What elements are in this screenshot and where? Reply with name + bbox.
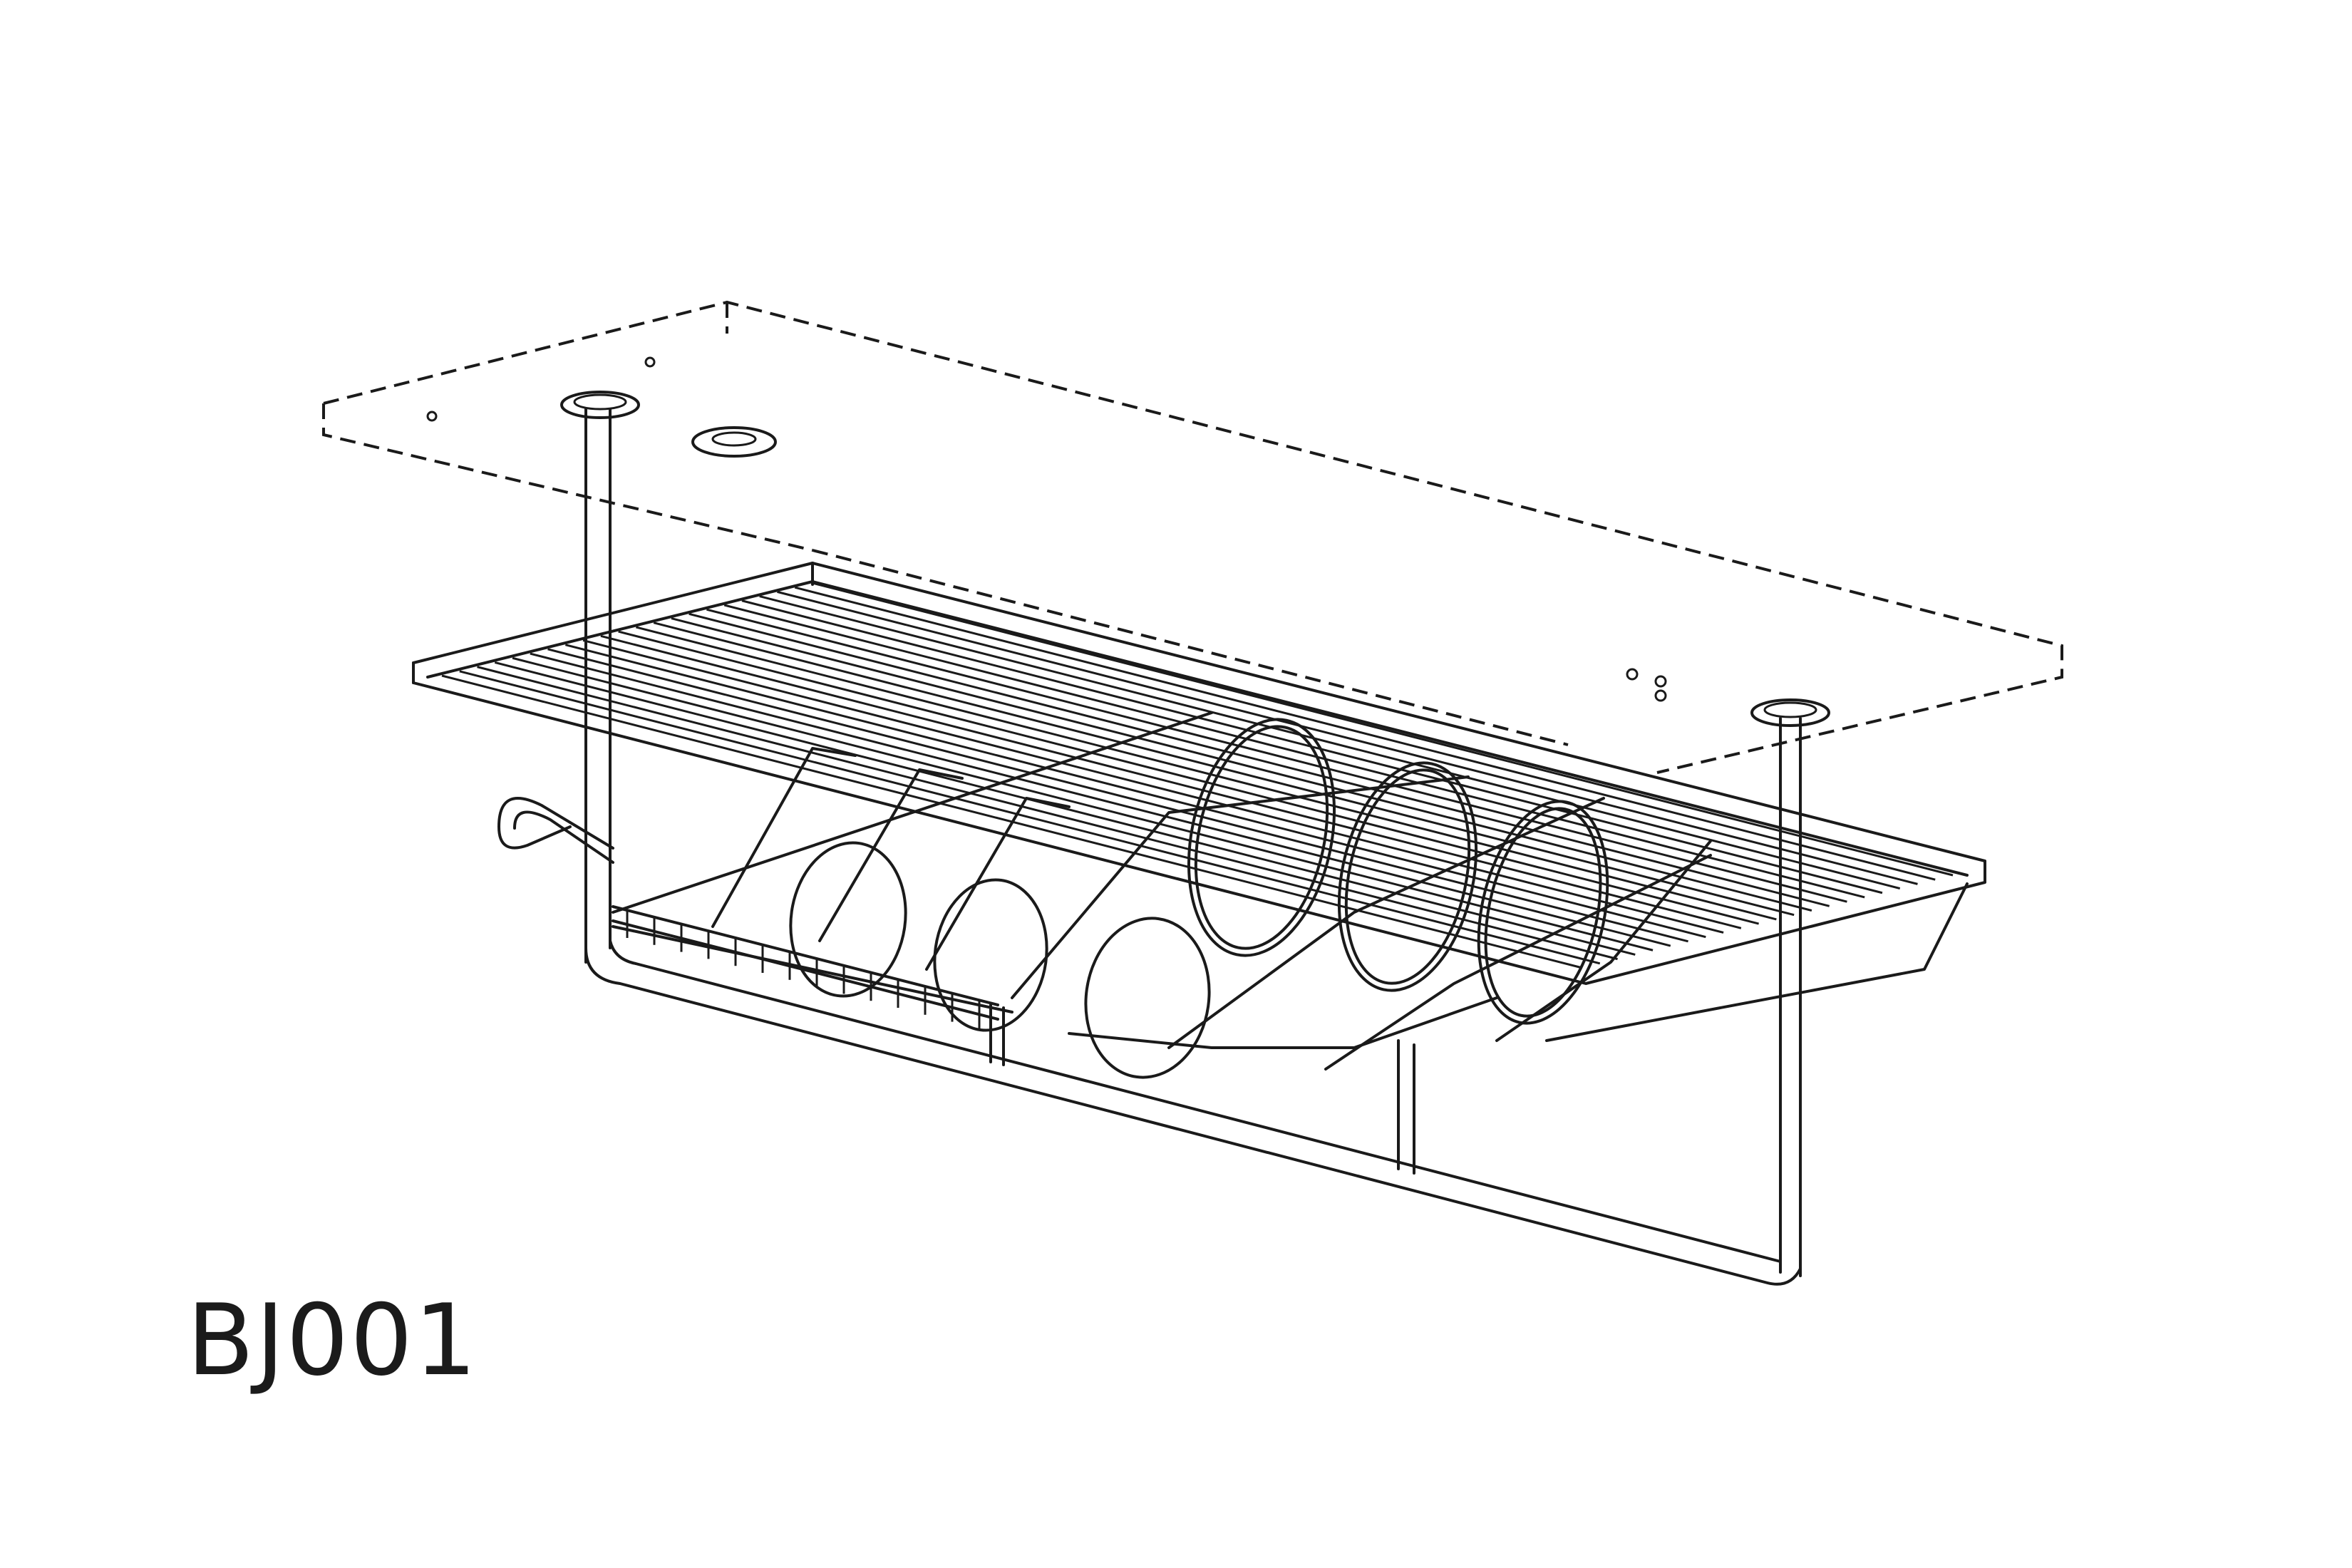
screw-icon	[426, 356, 1667, 702]
tray-wire	[777, 590, 1918, 885]
tray-wire	[723, 604, 1865, 899]
mount-plate	[560, 391, 1830, 727]
tray-wire	[706, 608, 1847, 903]
tray-wire	[547, 648, 1688, 943]
tray-wire	[671, 617, 1812, 912]
holder-arms	[612, 711, 1969, 1071]
tray-wire	[530, 652, 1671, 947]
support-frame	[584, 939, 1802, 1286]
rail-bar	[612, 919, 999, 1021]
tray-wire	[653, 621, 1795, 917]
tray-wire	[688, 612, 1830, 907]
tray-wire	[494, 661, 1636, 956]
tray-wire	[812, 582, 1954, 877]
rail-bar	[612, 905, 999, 1006]
tray-wire	[600, 634, 1742, 929]
tray-wire	[459, 670, 1601, 965]
tray-wire	[582, 639, 1724, 934]
tray-wire	[636, 626, 1777, 921]
drip-tray	[412, 562, 1986, 985]
mounting-surface-outline	[322, 300, 2063, 774]
tray-grid	[441, 582, 1954, 969]
hook	[497, 797, 614, 864]
product-code-label: BJ001	[187, 1283, 478, 1398]
tray-wire	[564, 644, 1706, 939]
tray-wire	[477, 666, 1618, 961]
front-rail	[612, 905, 999, 1029]
tray-wire	[759, 595, 1901, 890]
stem-holder-rings	[789, 841, 1211, 1079]
tray-wire	[618, 630, 1759, 925]
glass-holder-rings	[1187, 718, 1609, 1025]
tray-wire	[794, 586, 1936, 881]
